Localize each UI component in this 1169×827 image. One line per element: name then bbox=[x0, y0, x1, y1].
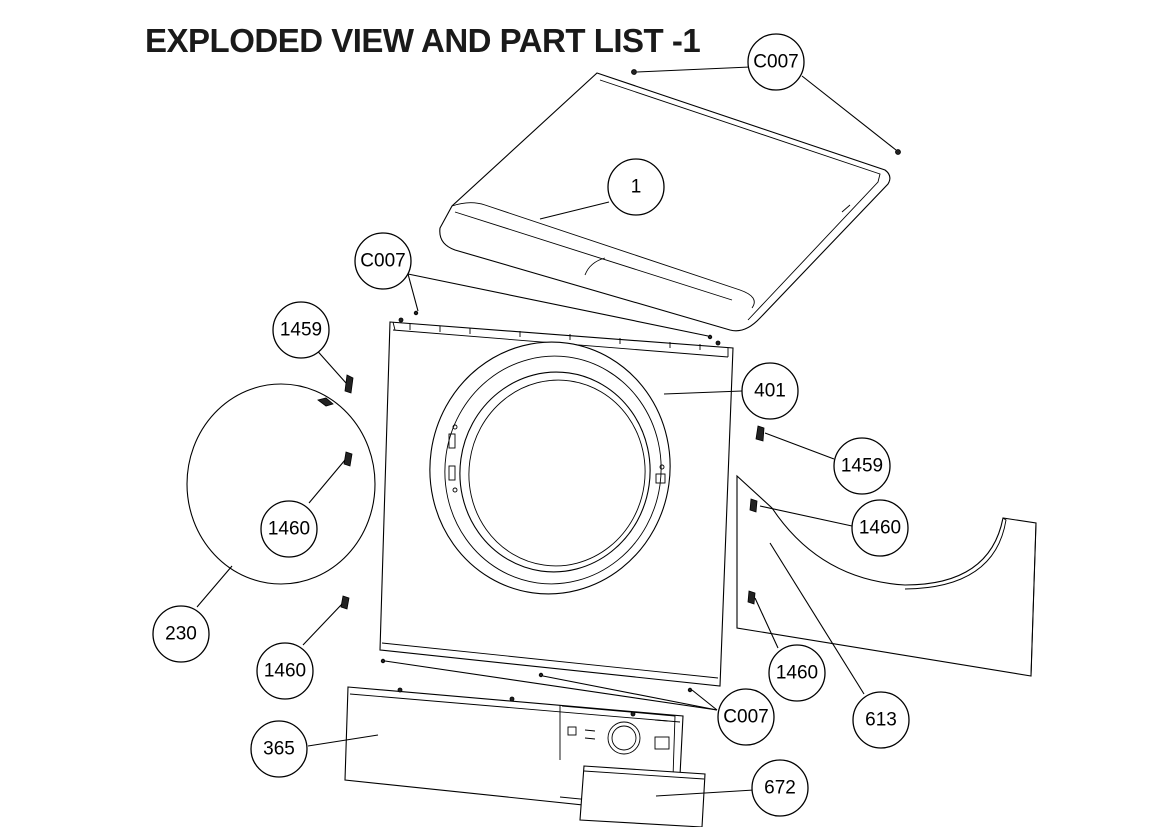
side-panel-part bbox=[736, 474, 1037, 677]
callout-label: C007 bbox=[723, 707, 768, 728]
clip-1460-right-bottom bbox=[747, 590, 756, 605]
callout-label: 1459 bbox=[841, 456, 883, 477]
callout-365: 365 bbox=[250, 720, 308, 778]
callout-1460-circle: 1460 bbox=[260, 500, 318, 558]
callout-label: 613 bbox=[865, 710, 897, 731]
callout-label: 1460 bbox=[264, 661, 306, 682]
callout-c007-top: C007 bbox=[747, 33, 805, 91]
clip-1460-circle bbox=[343, 451, 353, 467]
callout-613: 613 bbox=[852, 691, 910, 749]
callout-label: 1460 bbox=[268, 519, 310, 540]
callout-label: C007 bbox=[753, 52, 798, 73]
clip-1460-left-bottom bbox=[340, 595, 350, 610]
callout-part-1: 1 bbox=[607, 158, 665, 216]
callout-401: 401 bbox=[741, 362, 799, 420]
callout-672: 672 bbox=[751, 759, 809, 817]
panel-insert-part bbox=[579, 765, 706, 827]
callout-1460-right-top: 1460 bbox=[851, 499, 909, 557]
callout-1459-left: 1459 bbox=[272, 301, 330, 359]
callout-1460-right-bottom: 1460 bbox=[768, 644, 826, 702]
callout-label: 1460 bbox=[859, 518, 901, 539]
front-panel-part bbox=[379, 317, 734, 687]
top-cover-part bbox=[439, 69, 901, 332]
callout-label: 1 bbox=[631, 177, 642, 198]
page-title: EXPLODED VIEW AND PART LIST -1 bbox=[145, 22, 701, 59]
clip-1459-left bbox=[344, 374, 354, 394]
callout-label: 365 bbox=[263, 739, 295, 760]
callout-label: 1460 bbox=[776, 663, 818, 684]
screw-c007-marks bbox=[380, 310, 713, 693]
callout-label: 401 bbox=[754, 381, 786, 402]
clip-1460-right-top bbox=[749, 498, 758, 513]
clip-1459-right bbox=[755, 425, 765, 442]
callout-c007-bottom: C007 bbox=[717, 688, 775, 746]
leader-lines bbox=[196, 66, 897, 797]
callout-label: 230 bbox=[165, 624, 197, 645]
callout-label: 1459 bbox=[280, 320, 322, 341]
seal-ring-part bbox=[186, 383, 376, 585]
callout-c007-mid: C007 bbox=[354, 232, 412, 290]
callout-1459-right: 1459 bbox=[833, 437, 891, 495]
callout-label: 672 bbox=[764, 778, 796, 799]
callout-1460-left-bottom: 1460 bbox=[256, 642, 314, 700]
callout-230: 230 bbox=[152, 605, 210, 663]
callout-label: C007 bbox=[360, 251, 405, 272]
